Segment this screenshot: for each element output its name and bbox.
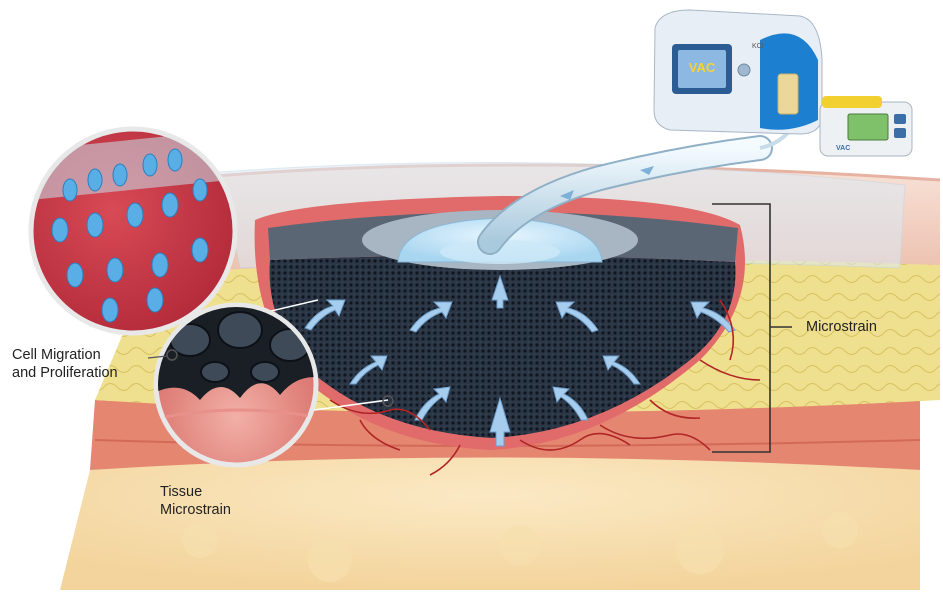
pump-canister bbox=[778, 74, 798, 114]
pump-dial bbox=[738, 64, 750, 76]
vac-remote-unit: VAC bbox=[820, 96, 912, 156]
tissue-label-line-2: Microstrain bbox=[160, 501, 231, 519]
tissue-label-line-1: Tissue bbox=[160, 483, 231, 501]
vac-pump-unit: VAC KCI bbox=[654, 10, 822, 134]
cell-migration-label: Cell Migration and Proliferation bbox=[12, 346, 118, 382]
microstrain-label: Microstrain bbox=[806, 318, 877, 336]
cell-migration-line-1: Cell Migration bbox=[12, 346, 118, 364]
tissue-microstrain-label: Tissue Microstrain bbox=[160, 483, 231, 519]
deep-fat-layer bbox=[60, 455, 920, 590]
cell-migration-magnifier bbox=[30, 129, 235, 333]
pump-brand-text: KCI bbox=[752, 43, 764, 50]
cell-migration-line-2: and Proliferation bbox=[12, 364, 118, 382]
remote-unit-text: VAC bbox=[836, 145, 850, 152]
pump-screen-text: VAC bbox=[689, 60, 716, 75]
